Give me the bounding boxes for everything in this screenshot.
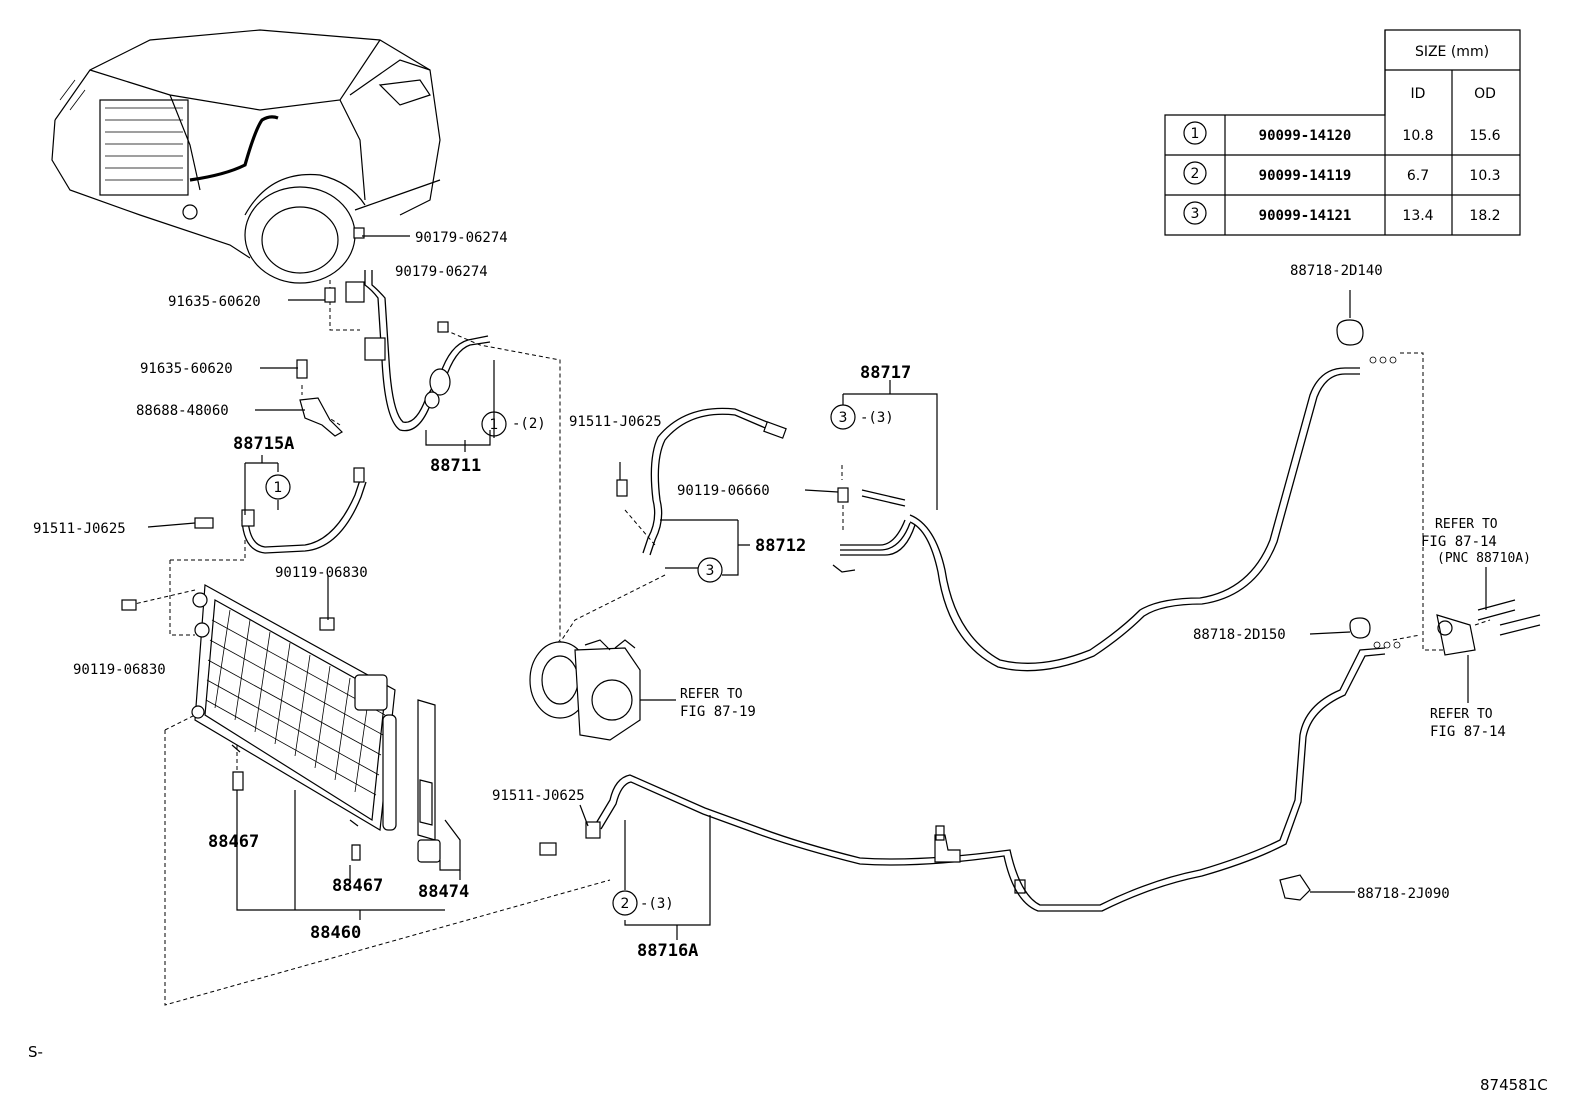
table-row-part: 90099-14121 bbox=[1259, 208, 1352, 224]
label-88467-a: 88467 bbox=[208, 832, 259, 852]
table-row-part: 90099-14120 bbox=[1259, 128, 1352, 144]
size-table: SIZE (mm) ID OD 1 90099-14120 10.8 15.6 … bbox=[1164, 29, 1521, 236]
refer-fig-87-19-line2: FIG 87-19 bbox=[680, 704, 756, 720]
table-row-mark: 1 bbox=[1191, 126, 1200, 142]
refer-fig-87-14b-line1: REFER TO bbox=[1430, 707, 1493, 722]
label-88717: 88717 bbox=[860, 363, 911, 383]
label-90119-06830-a: 90119-06830 bbox=[275, 565, 368, 581]
table-row-mark: 3 bbox=[1191, 206, 1200, 222]
circle-mark-3: 3 bbox=[706, 563, 715, 579]
label-88467-b: 88467 bbox=[332, 876, 383, 896]
table-row-part: 90099-14119 bbox=[1259, 168, 1352, 184]
footer-left-code: S- bbox=[28, 1043, 43, 1061]
table-row-id: 10.8 bbox=[1402, 128, 1433, 144]
fittings bbox=[121, 227, 1541, 901]
circle-mark-2: 2 bbox=[621, 896, 630, 912]
label-qty-3a: -(3) bbox=[860, 410, 894, 426]
table-size-header: SIZE (mm) bbox=[1415, 44, 1489, 60]
label-90119-06830-b: 90119-06830 bbox=[73, 662, 166, 678]
table-row-od: 10.3 bbox=[1469, 168, 1500, 184]
label-90179-06274-a: 90179-06274 bbox=[415, 230, 508, 246]
label-88688-48060: 88688-48060 bbox=[136, 403, 229, 419]
vehicle-illustration bbox=[51, 29, 441, 284]
table-row-mark: 2 bbox=[1191, 166, 1200, 182]
leader-lines bbox=[147, 235, 1487, 940]
label-88716a: 88716A bbox=[637, 941, 698, 961]
refer-fig-87-14a-line1: REFER TO bbox=[1435, 517, 1498, 532]
label-91635-60620-a: 91635-60620 bbox=[168, 294, 261, 310]
label-91511-j0625-a: 91511-J0625 bbox=[33, 521, 126, 537]
circle-mark-3: 3 bbox=[839, 410, 848, 426]
label-88460: 88460 bbox=[310, 923, 361, 943]
circle-markers: 1 1 3 3 2 bbox=[265, 404, 856, 916]
label-88712: 88712 bbox=[755, 536, 806, 556]
figure-number: 874581C bbox=[1480, 1076, 1548, 1094]
tubes bbox=[241, 270, 1386, 912]
circle-mark-1: 1 bbox=[274, 480, 283, 496]
refer-fig-87-14a-line3: (PNC 88710A) bbox=[1437, 551, 1531, 566]
condenser-88460 bbox=[191, 584, 397, 831]
label-91511-j0625-c: 91511-J0625 bbox=[492, 788, 585, 804]
refer-fig-87-14a-line2: FIG 87-14 bbox=[1421, 534, 1497, 550]
label-90119-06660: 90119-06660 bbox=[677, 483, 770, 499]
label-91635-60620-b: 91635-60620 bbox=[140, 361, 233, 377]
table-row-id: 6.7 bbox=[1407, 168, 1429, 184]
part-labels: 90179-06274 90179-06274 91635-60620 9163… bbox=[33, 230, 1531, 961]
table-row-id: 13.4 bbox=[1402, 208, 1433, 224]
connection-lines bbox=[129, 280, 1491, 1006]
label-88718-2j090: 88718-2J090 bbox=[1357, 886, 1450, 902]
table-row-od: 15.6 bbox=[1469, 128, 1500, 144]
table-col-id: ID bbox=[1411, 86, 1426, 102]
label-91511-j0625-b: 91511-J0625 bbox=[569, 414, 662, 430]
refer-fig-87-14b-line2: FIG 87-14 bbox=[1430, 724, 1506, 740]
label-90179-06274-b: 90179-06274 bbox=[395, 264, 488, 280]
refer-fig-87-19-line1: REFER TO bbox=[680, 687, 743, 702]
label-88715a: 88715A bbox=[233, 434, 294, 454]
table-col-od: OD bbox=[1474, 86, 1496, 102]
label-88718-2d150: 88718-2D150 bbox=[1193, 627, 1286, 643]
compressor bbox=[529, 639, 641, 741]
receiver-strip-88474 bbox=[417, 699, 441, 863]
label-88711: 88711 bbox=[430, 456, 481, 476]
label-88474: 88474 bbox=[418, 882, 469, 902]
circle-mark-1: 1 bbox=[490, 417, 499, 433]
table-row-od: 18.2 bbox=[1469, 208, 1500, 224]
label-qty-2: -(2) bbox=[512, 416, 546, 432]
label-qty-3b: -(3) bbox=[640, 896, 674, 912]
label-88718-2d140: 88718-2D140 bbox=[1290, 263, 1383, 279]
